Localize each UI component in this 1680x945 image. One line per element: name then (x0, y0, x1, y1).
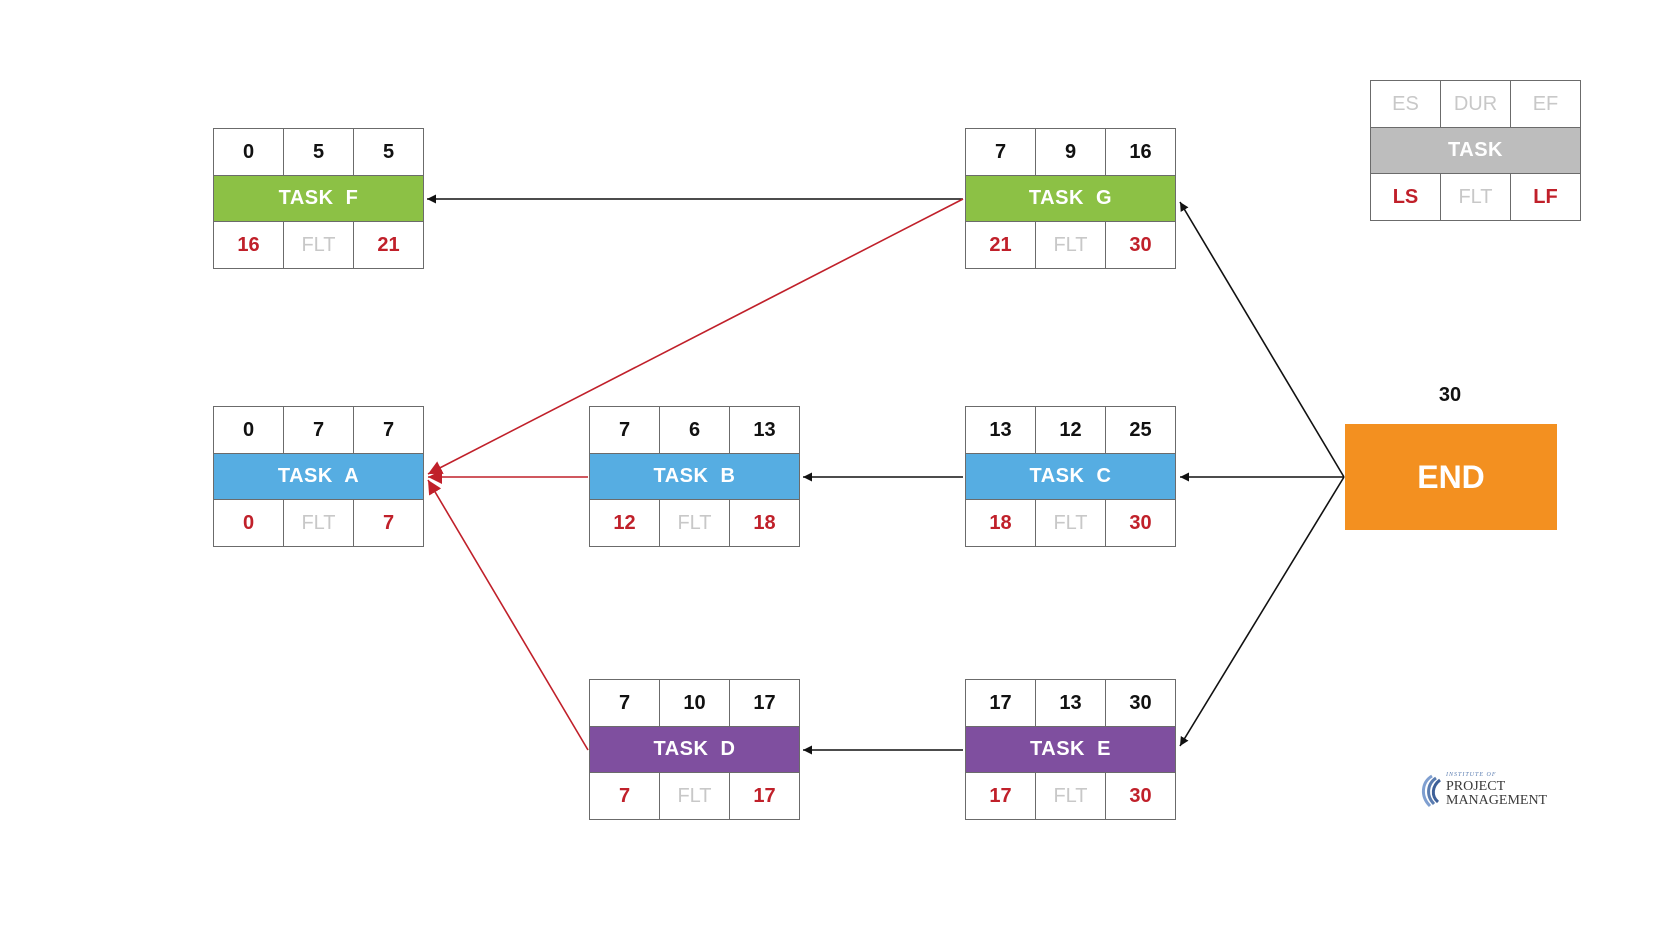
task-e-ef: 30 (1129, 691, 1152, 714)
task-e-lf: 30 (1129, 784, 1152, 807)
legend-es: ES (1371, 81, 1441, 127)
legend-dur: DUR (1441, 81, 1511, 127)
task-c-ls: 18 (966, 500, 1036, 546)
arrow-end-to-e (1179, 476, 1345, 747)
task-a-flt: FLT (284, 500, 354, 546)
task-f-es: 0 (214, 129, 284, 175)
task-b-flt: FLT (660, 500, 730, 546)
task-d-label: TASK D (590, 727, 799, 772)
task-d-es: 7 (590, 680, 660, 726)
task-b-label: TASK B (590, 454, 799, 499)
task-g-es: 7 (966, 129, 1036, 175)
task-b-es: 7 (590, 407, 660, 453)
task-d-ls: 7 (590, 773, 660, 819)
task-d-lf: 17 (753, 784, 776, 807)
legend-task: TASK (1371, 128, 1580, 173)
task-e-es: 17 (966, 680, 1036, 726)
legend-ef: EF (1532, 92, 1559, 115)
task-g-lf: 30 (1129, 233, 1152, 256)
task-b-dur: 6 (660, 407, 730, 453)
task-a-es: 0 (214, 407, 284, 453)
end-node: END (1345, 424, 1557, 530)
task-g-label: TASK G (966, 176, 1175, 221)
task-d-ef: 17 (753, 691, 776, 714)
task-e-label: TASK E (966, 727, 1175, 772)
logo-swoosh-icon (1422, 774, 1441, 808)
task-a-ls: 0 (214, 500, 284, 546)
task-b-node: 7 6 13 TASK B 12 FLT 18 (589, 406, 800, 547)
task-e-ls: 17 (966, 773, 1036, 819)
task-c-es: 13 (966, 407, 1036, 453)
legend-ls: LS (1371, 174, 1441, 220)
task-a-dur: 7 (284, 407, 354, 453)
task-a-lf: 7 (382, 511, 395, 534)
task-c-node: 13 12 25 TASK C 18 FLT 30 (965, 406, 1176, 547)
task-e-node: 17 13 30 TASK E 17 FLT 30 (965, 679, 1176, 820)
ipm-logo: INSTITUTE OF PROJECT MANAGEMENT (1418, 772, 1568, 814)
task-g-dur: 9 (1036, 129, 1106, 175)
task-g-ls: 21 (966, 222, 1036, 268)
task-e-flt: FLT (1036, 773, 1106, 819)
task-f-ef: 5 (382, 140, 395, 163)
end-value: 30 (1438, 384, 1462, 406)
logo-small-text: INSTITUTE OF (1446, 772, 1497, 778)
task-c-ef: 25 (1129, 418, 1152, 441)
task-f-label: TASK F (214, 176, 423, 221)
task-b-lf: 18 (753, 511, 776, 534)
legend-box: ES DUR EF TASK LS FLT LF (1370, 80, 1581, 221)
task-f-ls: 16 (214, 222, 284, 268)
task-f-dur: 5 (284, 129, 354, 175)
task-b-ef: 13 (753, 418, 776, 441)
task-c-dur: 12 (1036, 407, 1106, 453)
task-g-flt: FLT (1036, 222, 1106, 268)
task-b-ls: 12 (590, 500, 660, 546)
task-g-node: 7 9 16 TASK G 21 FLT 30 (965, 128, 1176, 269)
task-a-ef: 7 (382, 418, 395, 441)
task-d-flt: FLT (660, 773, 730, 819)
task-f-flt: FLT (284, 222, 354, 268)
task-e-dur: 13 (1036, 680, 1106, 726)
task-d-dur: 10 (660, 680, 730, 726)
arrow-d-to-a (427, 479, 589, 751)
legend-flt: FLT (1441, 174, 1511, 220)
task-a-label: TASK A (214, 454, 423, 499)
task-a-node: 0 7 7 TASK A 0 FLT 7 (213, 406, 424, 547)
task-g-ef: 16 (1129, 140, 1152, 163)
legend-lf: LF (1533, 185, 1558, 208)
task-d-node: 7 10 17 TASK D 7 FLT 17 (589, 679, 800, 820)
task-f-lf: 21 (377, 233, 400, 256)
logo-line-1: PROJECT (1446, 779, 1506, 794)
task-f-node: 0 5 5 TASK F 16 FLT 21 (213, 128, 424, 269)
task-c-label: TASK C (966, 454, 1175, 499)
task-c-flt: FLT (1036, 500, 1106, 546)
logo-line-2: MANAGEMENT (1446, 793, 1548, 808)
arrow-end-to-g (1179, 201, 1345, 478)
task-c-lf: 30 (1129, 511, 1152, 534)
